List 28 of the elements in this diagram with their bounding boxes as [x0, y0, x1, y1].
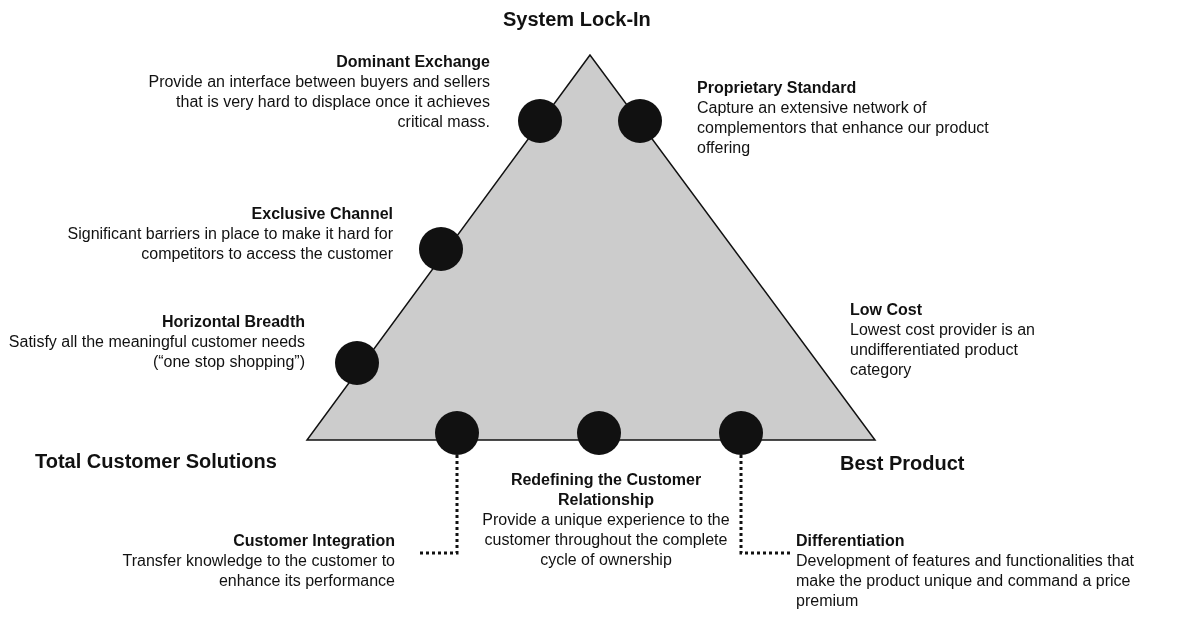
- dot-marker: [518, 99, 562, 143]
- item-heading: Dominant Exchange: [335, 52, 490, 72]
- item-heading: Horizontal Breadth: [160, 312, 305, 332]
- item-heading: Customer Integration: [232, 531, 395, 551]
- item-description: Transfer knowledge to the customer to enhance its performance: [121, 551, 395, 591]
- item-description: Capture an extensive network of complementors that enhance our product offering: [697, 98, 990, 158]
- dot-marker: [719, 411, 763, 455]
- item-heading: Redefining the Customer Relationship: [509, 470, 703, 510]
- item-description: Significant barriers in place to make it hard for competitors to access the customer: [66, 224, 393, 264]
- dot-marker: [419, 227, 463, 271]
- item-heading: Proprietary Standard: [697, 78, 858, 98]
- leader-line: [739, 455, 790, 555]
- dot-marker: [335, 341, 379, 385]
- corner-label: Total Customer Solutions: [35, 450, 277, 473]
- item-description: Provide an interface between buyers and sellers that is very hard to displace once it achieves critical mass.: [147, 72, 490, 132]
- item-heading: Differentiation: [796, 531, 906, 551]
- dot-marker: [435, 411, 479, 455]
- item-description: Provide a unique experience to the customer throughout the complete cycle of ownership: [481, 510, 731, 570]
- item-description: Lowest cost provider is an undifferentiated product category: [850, 320, 1036, 380]
- item-heading: Low Cost: [850, 300, 923, 320]
- item-description: Development of features and functionalities that make the product unique and command a price premium: [796, 551, 1135, 611]
- item-description: Satisfy all the meaningful customer needs (“one stop shopping”): [7, 332, 305, 372]
- dot-marker: [577, 411, 621, 455]
- corner-label: Best Product: [840, 452, 965, 475]
- corner-label: System Lock-In: [503, 8, 651, 31]
- dot-marker: [618, 99, 662, 143]
- item-heading: Exclusive Channel: [250, 204, 393, 224]
- leader-line: [420, 455, 459, 555]
